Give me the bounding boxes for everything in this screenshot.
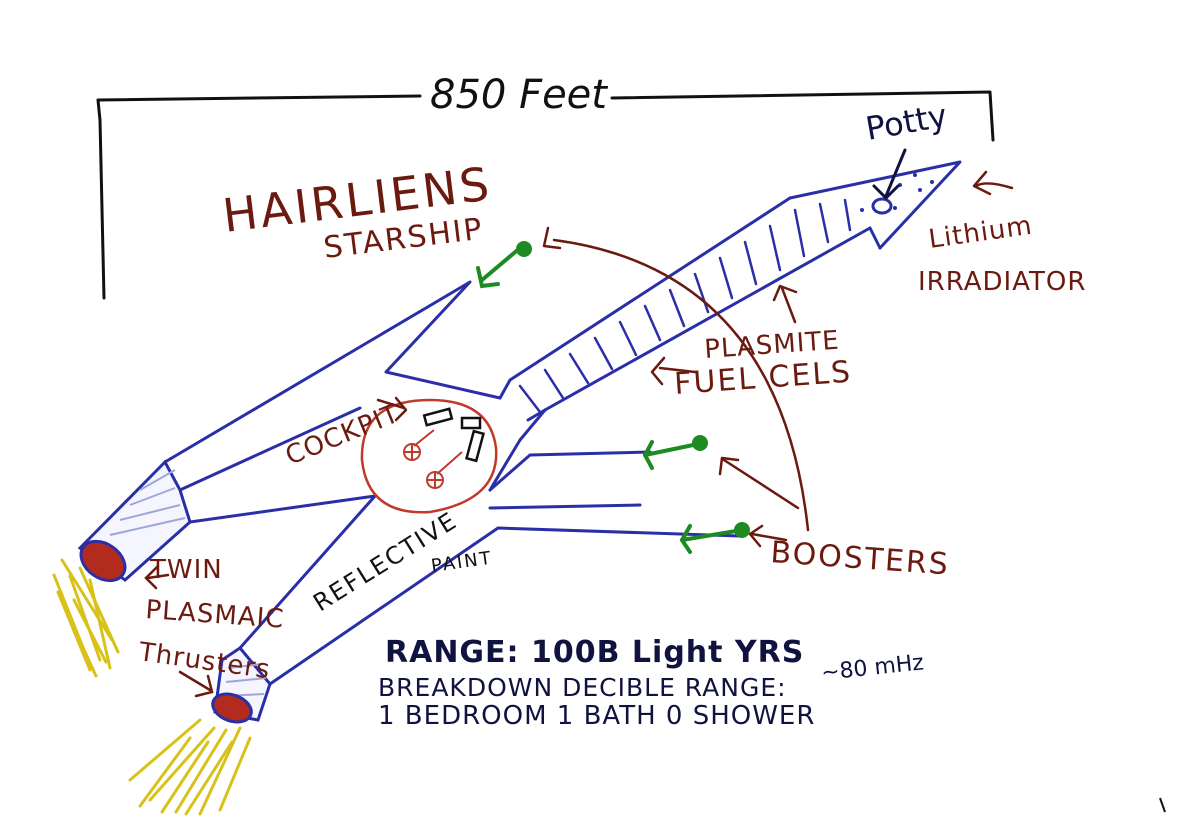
thruster-lower [211,646,272,724]
lithium-arrow [974,182,1014,190]
thruster-arrows [144,564,214,698]
cockpit-console-2-icon [460,416,482,430]
nose-detail [860,173,934,212]
booster-bottom [679,522,750,554]
hull-outline [163,160,962,686]
flame-lower [128,718,252,816]
cockpit-console-3-icon [465,429,485,463]
booster-middle [642,435,708,470]
booster-arc-arrow [552,238,810,532]
spec-amenities: 1 BEDROOM 1 BATH 0 SHOWER [378,701,815,731]
potty-icon [871,197,893,215]
lithium-label: Lithium [927,211,1035,255]
dimension-bracket [96,90,995,300]
thrusters-label-line1: TWIN [149,555,223,585]
fuelcels-arrow-1 [780,286,797,324]
title: HAIRLIENS STARSHIP [220,156,495,266]
paint-label: PAINT [430,548,494,577]
potty-label: Potty [863,96,950,148]
thrusters-label: TWIN PLASMAIC Thrusters [136,555,285,685]
thruster-lower-nozzle [211,692,253,724]
annotation-arrows [376,170,1014,548]
dimension-label: 850 Feet [430,72,608,118]
corner-mark [1159,797,1166,813]
booster-top [476,241,532,289]
boosters [476,241,750,554]
fuel-cell-ribs [518,198,852,414]
booster-short-arrow [722,458,800,510]
irradiator-label: IRRADIATOR [918,267,1086,297]
cockpit [360,398,498,514]
spec-breakdown-value: ~80 mHz [820,650,925,686]
cockpit-console-1-icon [422,407,454,427]
thruster-upper [77,459,192,583]
thrusters-label-line3: Thrusters [136,637,272,685]
boosters-label: BOOSTERS [769,535,951,582]
spec-notes: RANGE: 100B Light YRS BREAKDOWN DECIBLE … [378,635,925,731]
spec-range: RANGE: 100B Light YRS [385,635,804,670]
fuelcels-arrow-2 [658,366,697,374]
booster-label-arrow [750,532,788,542]
spec-breakdown: BREAKDOWN DECIBLE RANGE: [378,673,787,702]
thruster-upper-nozzle [79,539,127,583]
cockpit-arrow [376,398,406,410]
potty-arrow [872,148,907,201]
flame-upper [52,558,120,678]
thrusters-label-line2: PLASMAIC [145,595,286,635]
fuelcels-label: FUEL CELS [673,355,853,402]
